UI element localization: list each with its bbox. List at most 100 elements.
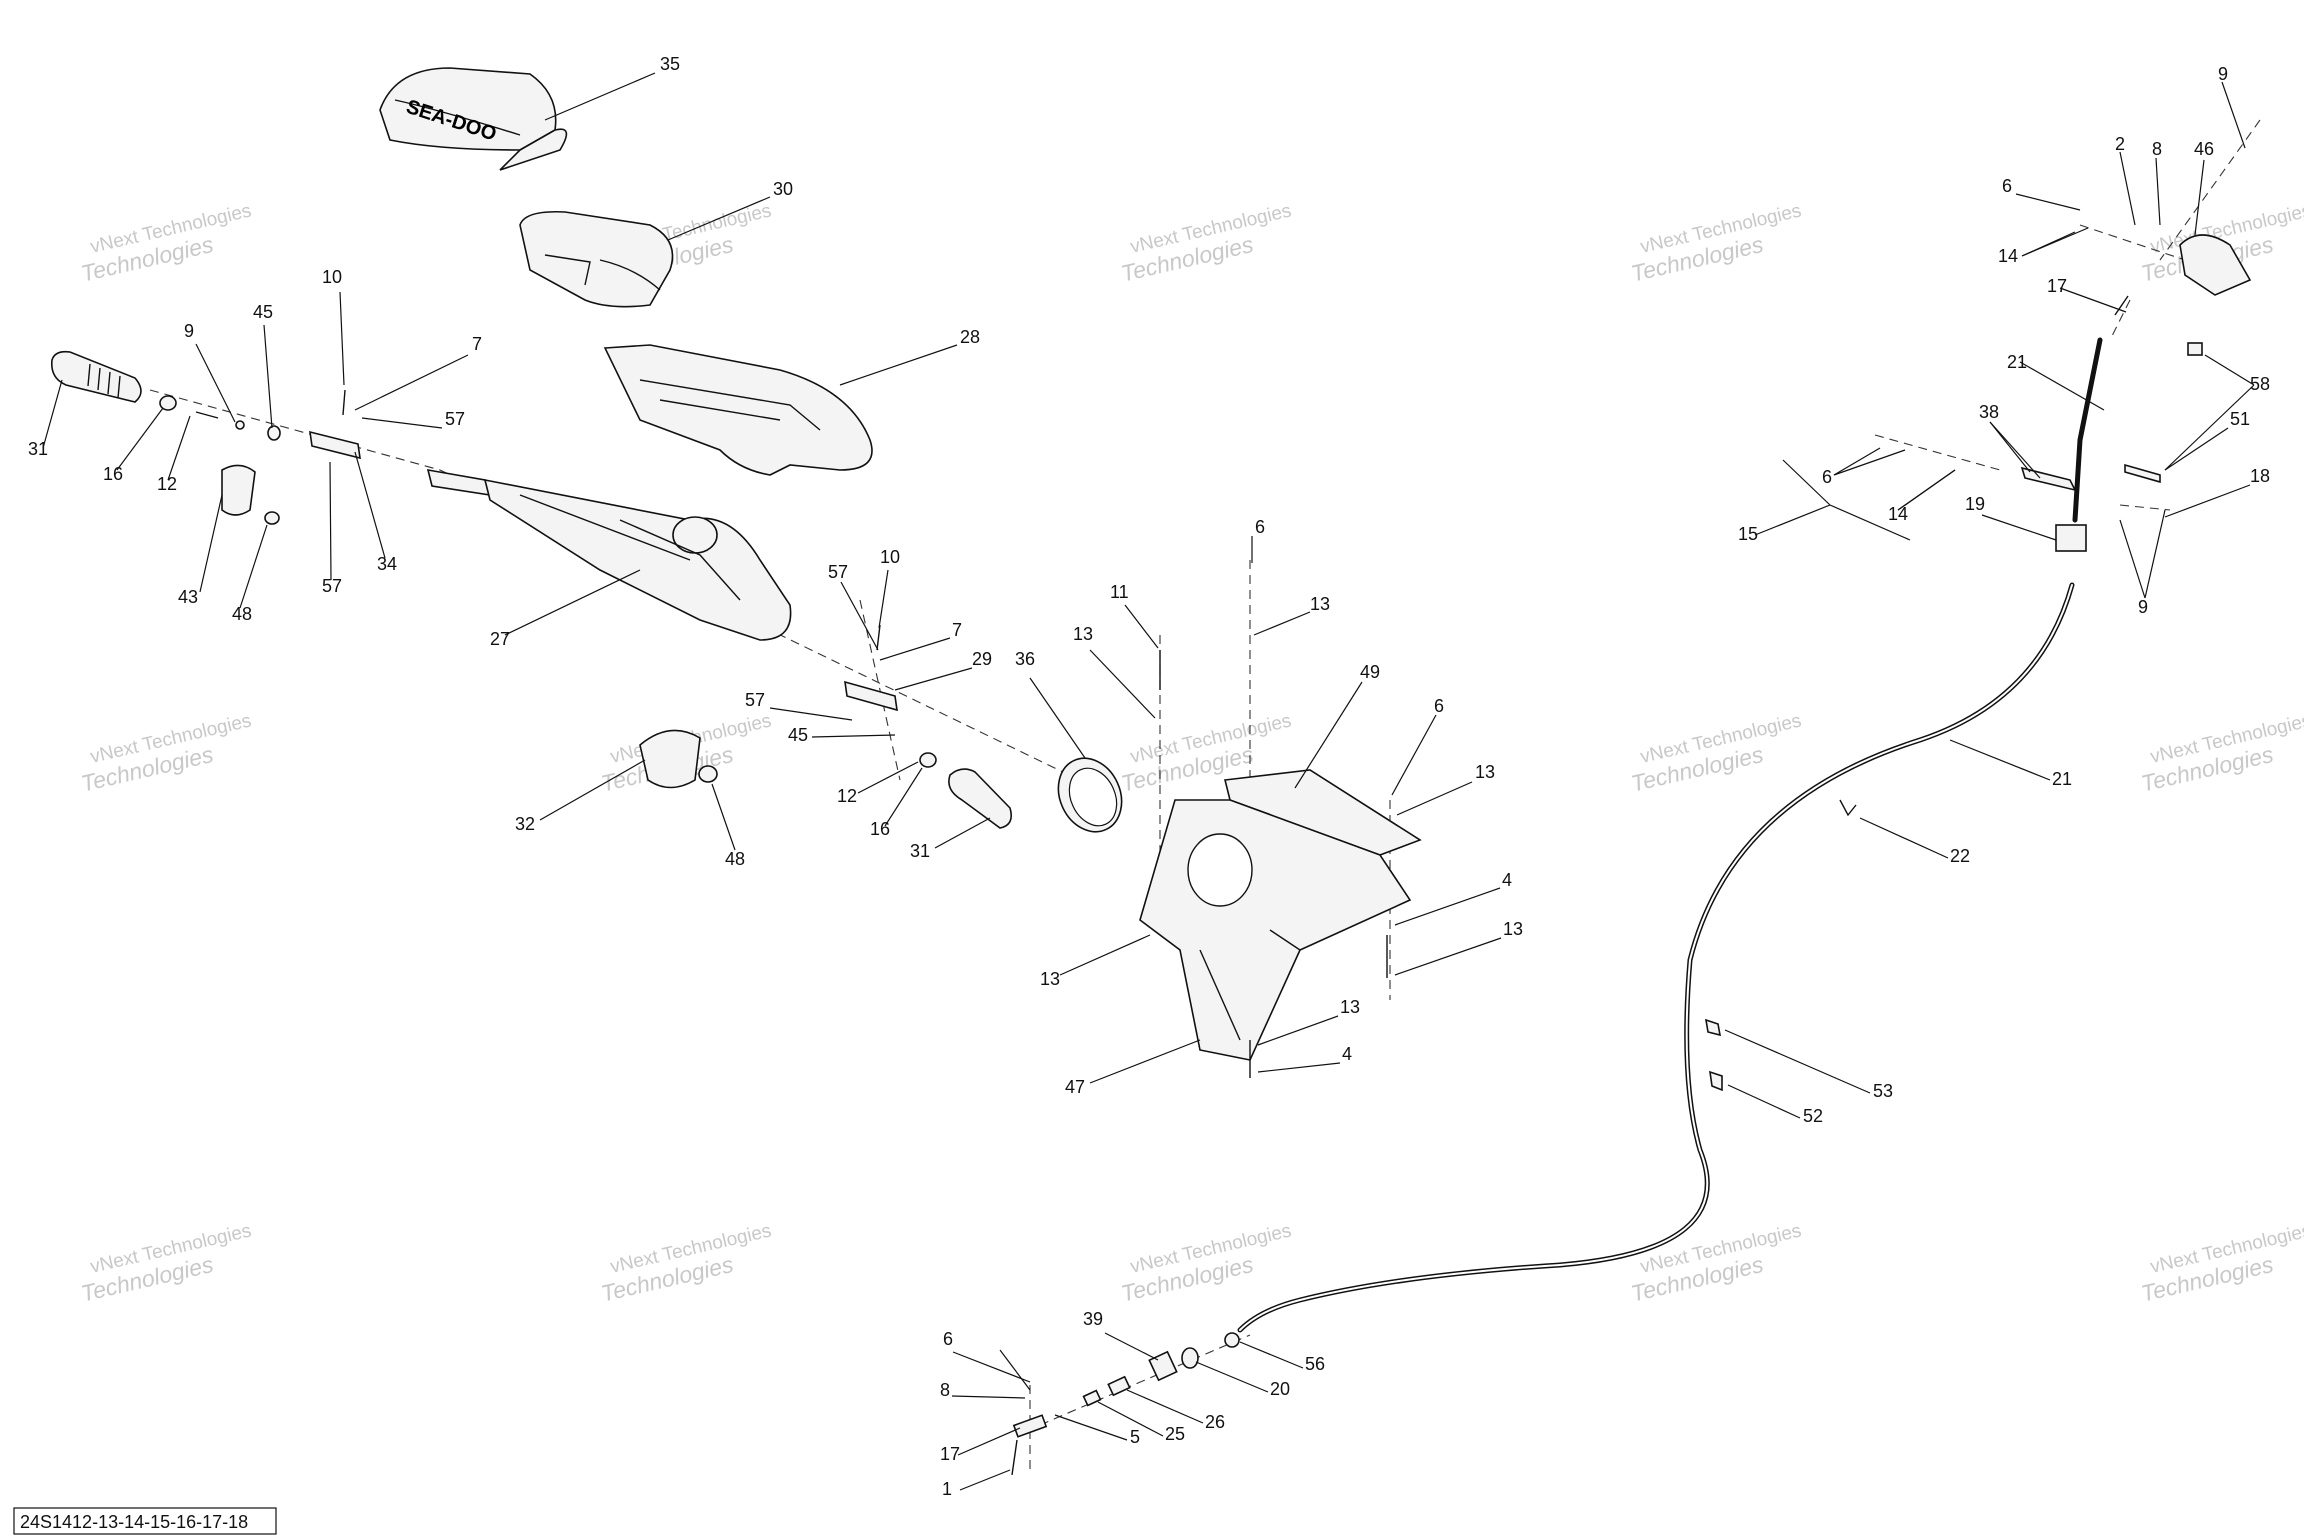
- callout-leader: [1754, 504, 1831, 536]
- callout-leader: [2059, 287, 2127, 313]
- callout-leader: [1833, 449, 1906, 476]
- callout-leader: [1029, 677, 1086, 759]
- callout-number: 10: [880, 547, 900, 567]
- callout-number: 9: [2218, 64, 2228, 84]
- callout-number: 32: [515, 814, 535, 834]
- callout-leader: [1126, 1389, 1204, 1424]
- callout-leader: [1097, 1401, 1164, 1437]
- callout-leader: [1257, 1062, 1341, 1073]
- callout-leader: [539, 759, 646, 821]
- part-58: [2187, 342, 2203, 356]
- callout-leader: [1059, 934, 1151, 976]
- callout-number: 14: [1998, 246, 2018, 266]
- callout-number: 8: [940, 1380, 950, 1400]
- callout-number: 10: [322, 267, 342, 287]
- callout-number: 15: [1738, 524, 1758, 544]
- callout-leader: [2155, 157, 2161, 226]
- callout-number: 11: [1110, 582, 1129, 602]
- callout-leader: [2164, 484, 2251, 518]
- part-56: [1224, 1332, 1240, 1348]
- callout-leader: [1054, 1414, 1128, 1441]
- callout-leader: [1833, 447, 1881, 476]
- callout-leader: [2019, 361, 2105, 411]
- part-32-switch: [639, 729, 701, 789]
- part-30-cover: [519, 210, 674, 308]
- callout-number: 2: [2115, 134, 2125, 154]
- callout-number: 6: [2002, 176, 2012, 196]
- callout-number: 12: [837, 786, 857, 806]
- part-47-steering-support: [1139, 799, 1412, 1061]
- part-26: [1107, 1375, 1131, 1397]
- callout-leader: [1089, 1039, 1201, 1084]
- callout-leader: [884, 767, 923, 827]
- callout-number: 34: [377, 554, 397, 574]
- callout-number: 45: [788, 725, 808, 745]
- callout-number: 52: [1803, 1106, 1823, 1126]
- callout-leader: [894, 667, 973, 691]
- part-10-left: [342, 389, 346, 416]
- callout-number: 4: [1342, 1044, 1352, 1064]
- callout-leader: [999, 1349, 1031, 1391]
- callout-leader: [1239, 1341, 1304, 1369]
- callout-number: 25: [1165, 1424, 1185, 1444]
- callout-leader: [2021, 227, 2089, 257]
- callout-number: 43: [178, 587, 198, 607]
- callout-number: 16: [103, 464, 123, 484]
- part-52: [1709, 1070, 1723, 1092]
- callout-leader: [879, 637, 951, 661]
- callout-number: 51: [2230, 409, 2250, 429]
- callout-number: 13: [1310, 594, 1330, 614]
- callout-leader: [1727, 1084, 1801, 1119]
- callout-number: 21: [2052, 769, 2072, 789]
- part-28-lower-cover: [603, 344, 873, 476]
- callout-number: 16: [870, 819, 890, 839]
- callout-number: 4: [1502, 870, 1512, 890]
- callout-number: 12: [157, 474, 177, 494]
- callout-number: 29: [972, 649, 992, 669]
- callout-leader: [339, 291, 345, 386]
- callout-leader: [2144, 509, 2166, 599]
- part-31-right-grip: [948, 768, 1013, 829]
- part-36-ring: [1057, 757, 1123, 833]
- callout-number: 20: [1270, 1379, 1290, 1399]
- callout-leader: [239, 524, 268, 609]
- part-21-steering-cable: [1237, 337, 2103, 1333]
- callout-number: 13: [1340, 997, 1360, 1017]
- callout-number: 17: [940, 1444, 960, 1464]
- callout-number: 6: [943, 1329, 953, 1349]
- part-25: [1082, 1389, 1102, 1407]
- callout-number: 14: [1888, 504, 1908, 524]
- callout-leader: [1257, 1015, 1339, 1046]
- part-16-ring-left: [159, 395, 177, 411]
- part-35-top-cover: SEA-DOO: [379, 67, 568, 171]
- diagram-code: 24S1412-13-14-15-16-17-18: [20, 1512, 248, 1532]
- callout-leader: [361, 417, 443, 429]
- callout-number: 45: [253, 302, 273, 322]
- callout-number: 57: [322, 576, 342, 596]
- callout-number: 1: [942, 1479, 952, 1499]
- callout-number: 48: [232, 604, 252, 624]
- callout-number: 21: [2007, 352, 2027, 372]
- callout-leader: [1089, 649, 1156, 719]
- callout-number: 57: [828, 562, 848, 582]
- callout-number: 5: [1130, 1427, 1140, 1447]
- part-22-clip: [1839, 799, 1857, 817]
- callout-leader: [1394, 937, 1502, 976]
- callout-leader: [2119, 519, 2146, 599]
- part-34-clamp: [309, 430, 361, 460]
- callout-number: 47: [1065, 1077, 1085, 1097]
- callout-number: 38: [1979, 402, 1999, 422]
- callout-leader: [1897, 469, 1956, 511]
- callout-number: 9: [184, 321, 194, 341]
- callout-number: 39: [1083, 1309, 1103, 1329]
- callout-leader: [42, 379, 63, 449]
- part-46-bracket: [2179, 234, 2252, 296]
- part-27-handlebar: [426, 468, 792, 641]
- callout-leader: [959, 1469, 1011, 1491]
- callout-number: 6: [1434, 696, 1444, 716]
- callout-number: 17: [2047, 276, 2067, 296]
- callout-leader: [1981, 514, 2057, 541]
- callout-number: 36: [1015, 649, 1035, 669]
- callout-number: 26: [1205, 1412, 1225, 1432]
